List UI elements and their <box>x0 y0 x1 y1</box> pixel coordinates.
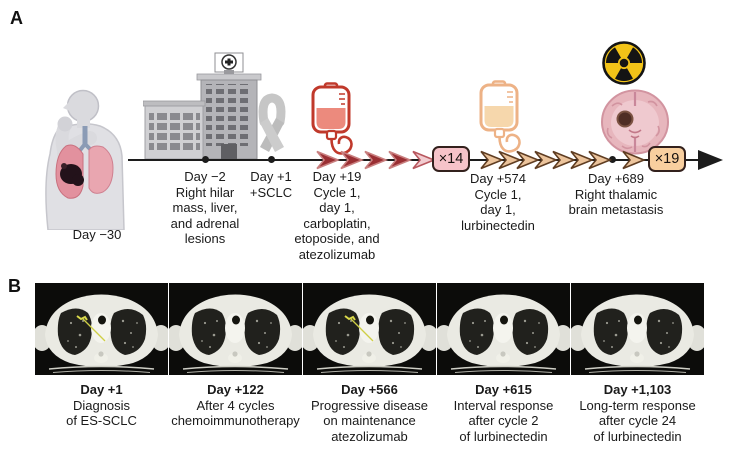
ct-scan-image <box>32 283 171 375</box>
ct-scan-day-label: Day +122 <box>207 382 264 397</box>
lurbinectedin-cycle-arrow-icon <box>515 149 541 171</box>
ct-scan-panel: Day +615 Interval response after cycle 2… <box>434 283 573 444</box>
ct-scan-image <box>300 283 439 375</box>
chemo-cycle-arrow-icon <box>315 149 341 171</box>
awareness-ribbon-icon <box>249 92 295 158</box>
event-label-day-plus-19: Day +19 Cycle 1, day 1, carboplatin, eto… <box>294 169 380 262</box>
chemo-cycle-arrow-pale-icon <box>411 149 437 171</box>
lurbinectedin-cycle-arrow-icon <box>497 149 523 171</box>
panel-a-label: A <box>10 8 23 28</box>
radiation-icon <box>601 40 647 86</box>
ct-scan-day-label: Day +566 <box>341 382 398 397</box>
event-label-day-plus-689: Day +689 Right thalamic brain metastasis <box>568 171 664 217</box>
timeline-dot-day-plus-1 <box>268 156 275 164</box>
lurbinectedin-cycle-arrow-icon <box>479 149 505 171</box>
event-label-day-plus-1: Day +1 +SCLC <box>249 169 293 200</box>
ct-scan-panel: Day +1,103 Long-term response after cycl… <box>568 283 707 444</box>
chemo-iv-bag-icon <box>308 82 360 160</box>
ct-scan-panel: Day +566 Progressive disease on maintena… <box>300 283 439 444</box>
ct-scan-day-label: Day +1 <box>80 382 123 397</box>
chemo-cycle-arrow-icon <box>363 149 389 171</box>
ct-scan-panel: Day +1 Diagnosis of ES-SCLC <box>32 283 171 444</box>
ct-scan-caption: Diagnosis of ES-SCLC <box>66 397 137 429</box>
lurbinectedin-cycle-arrow-icon <box>569 149 595 171</box>
chemo-cycle-arrow-icon <box>339 149 365 171</box>
ct-scan-day-label: Day +615 <box>475 382 532 397</box>
ct-scan-panel: Day +122 After 4 cycles chemoimmunothera… <box>166 283 305 444</box>
cycle-count-badge-x19: ×19 <box>648 146 686 172</box>
patient-cough-icon <box>28 82 136 231</box>
ct-scan-caption: Interval response after cycle 2 of lurbi… <box>453 397 554 444</box>
ct-scan-day-label: Day +1,103 <box>603 382 672 397</box>
lurbinectedin-cycle-arrow-icon <box>533 149 559 171</box>
timeline-dot-day-minus-2 <box>202 156 209 164</box>
ct-scan-image <box>166 283 305 375</box>
event-label-day-minus-2: Day −2 Right hilar mass, liver, and adre… <box>170 169 240 246</box>
timeline-end-arrow-icon <box>697 149 724 176</box>
lurbinectedin-iv-bag-icon <box>476 80 528 158</box>
event-label-day-plus-574: Day +574 Cycle 1, day 1, lurbinectedin <box>461 171 535 233</box>
event-label-day-minus-30: Day −30 <box>72 227 122 242</box>
lurbinectedin-cycle-arrow-icon <box>587 149 613 171</box>
timeline-dot-day-plus-689 <box>609 156 616 164</box>
ct-scan-image <box>568 283 707 375</box>
ct-scan-caption: Progressive disease on maintenance atezo… <box>310 397 429 444</box>
ct-scan-strip: Day +1 Diagnosis of ES-SCLC <box>32 283 707 444</box>
brain-metastasis-icon <box>598 88 672 156</box>
panel-b-label: B <box>8 276 21 296</box>
lurbinectedin-cycle-arrow-icon <box>551 149 577 171</box>
ct-scan-caption: Long-term response after cycle 24 of lur… <box>579 397 696 444</box>
ct-scan-caption: After 4 cycles chemoimmunotherapy <box>171 397 300 429</box>
hospital-icon <box>142 52 283 160</box>
lurbinectedin-cycle-arrow-icon <box>621 149 647 171</box>
cycle-count-badge-x14: ×14 <box>432 146 470 172</box>
ct-scan-image <box>434 283 573 375</box>
chemo-cycle-arrow-icon <box>387 149 413 171</box>
timeline-axis <box>128 158 704 162</box>
